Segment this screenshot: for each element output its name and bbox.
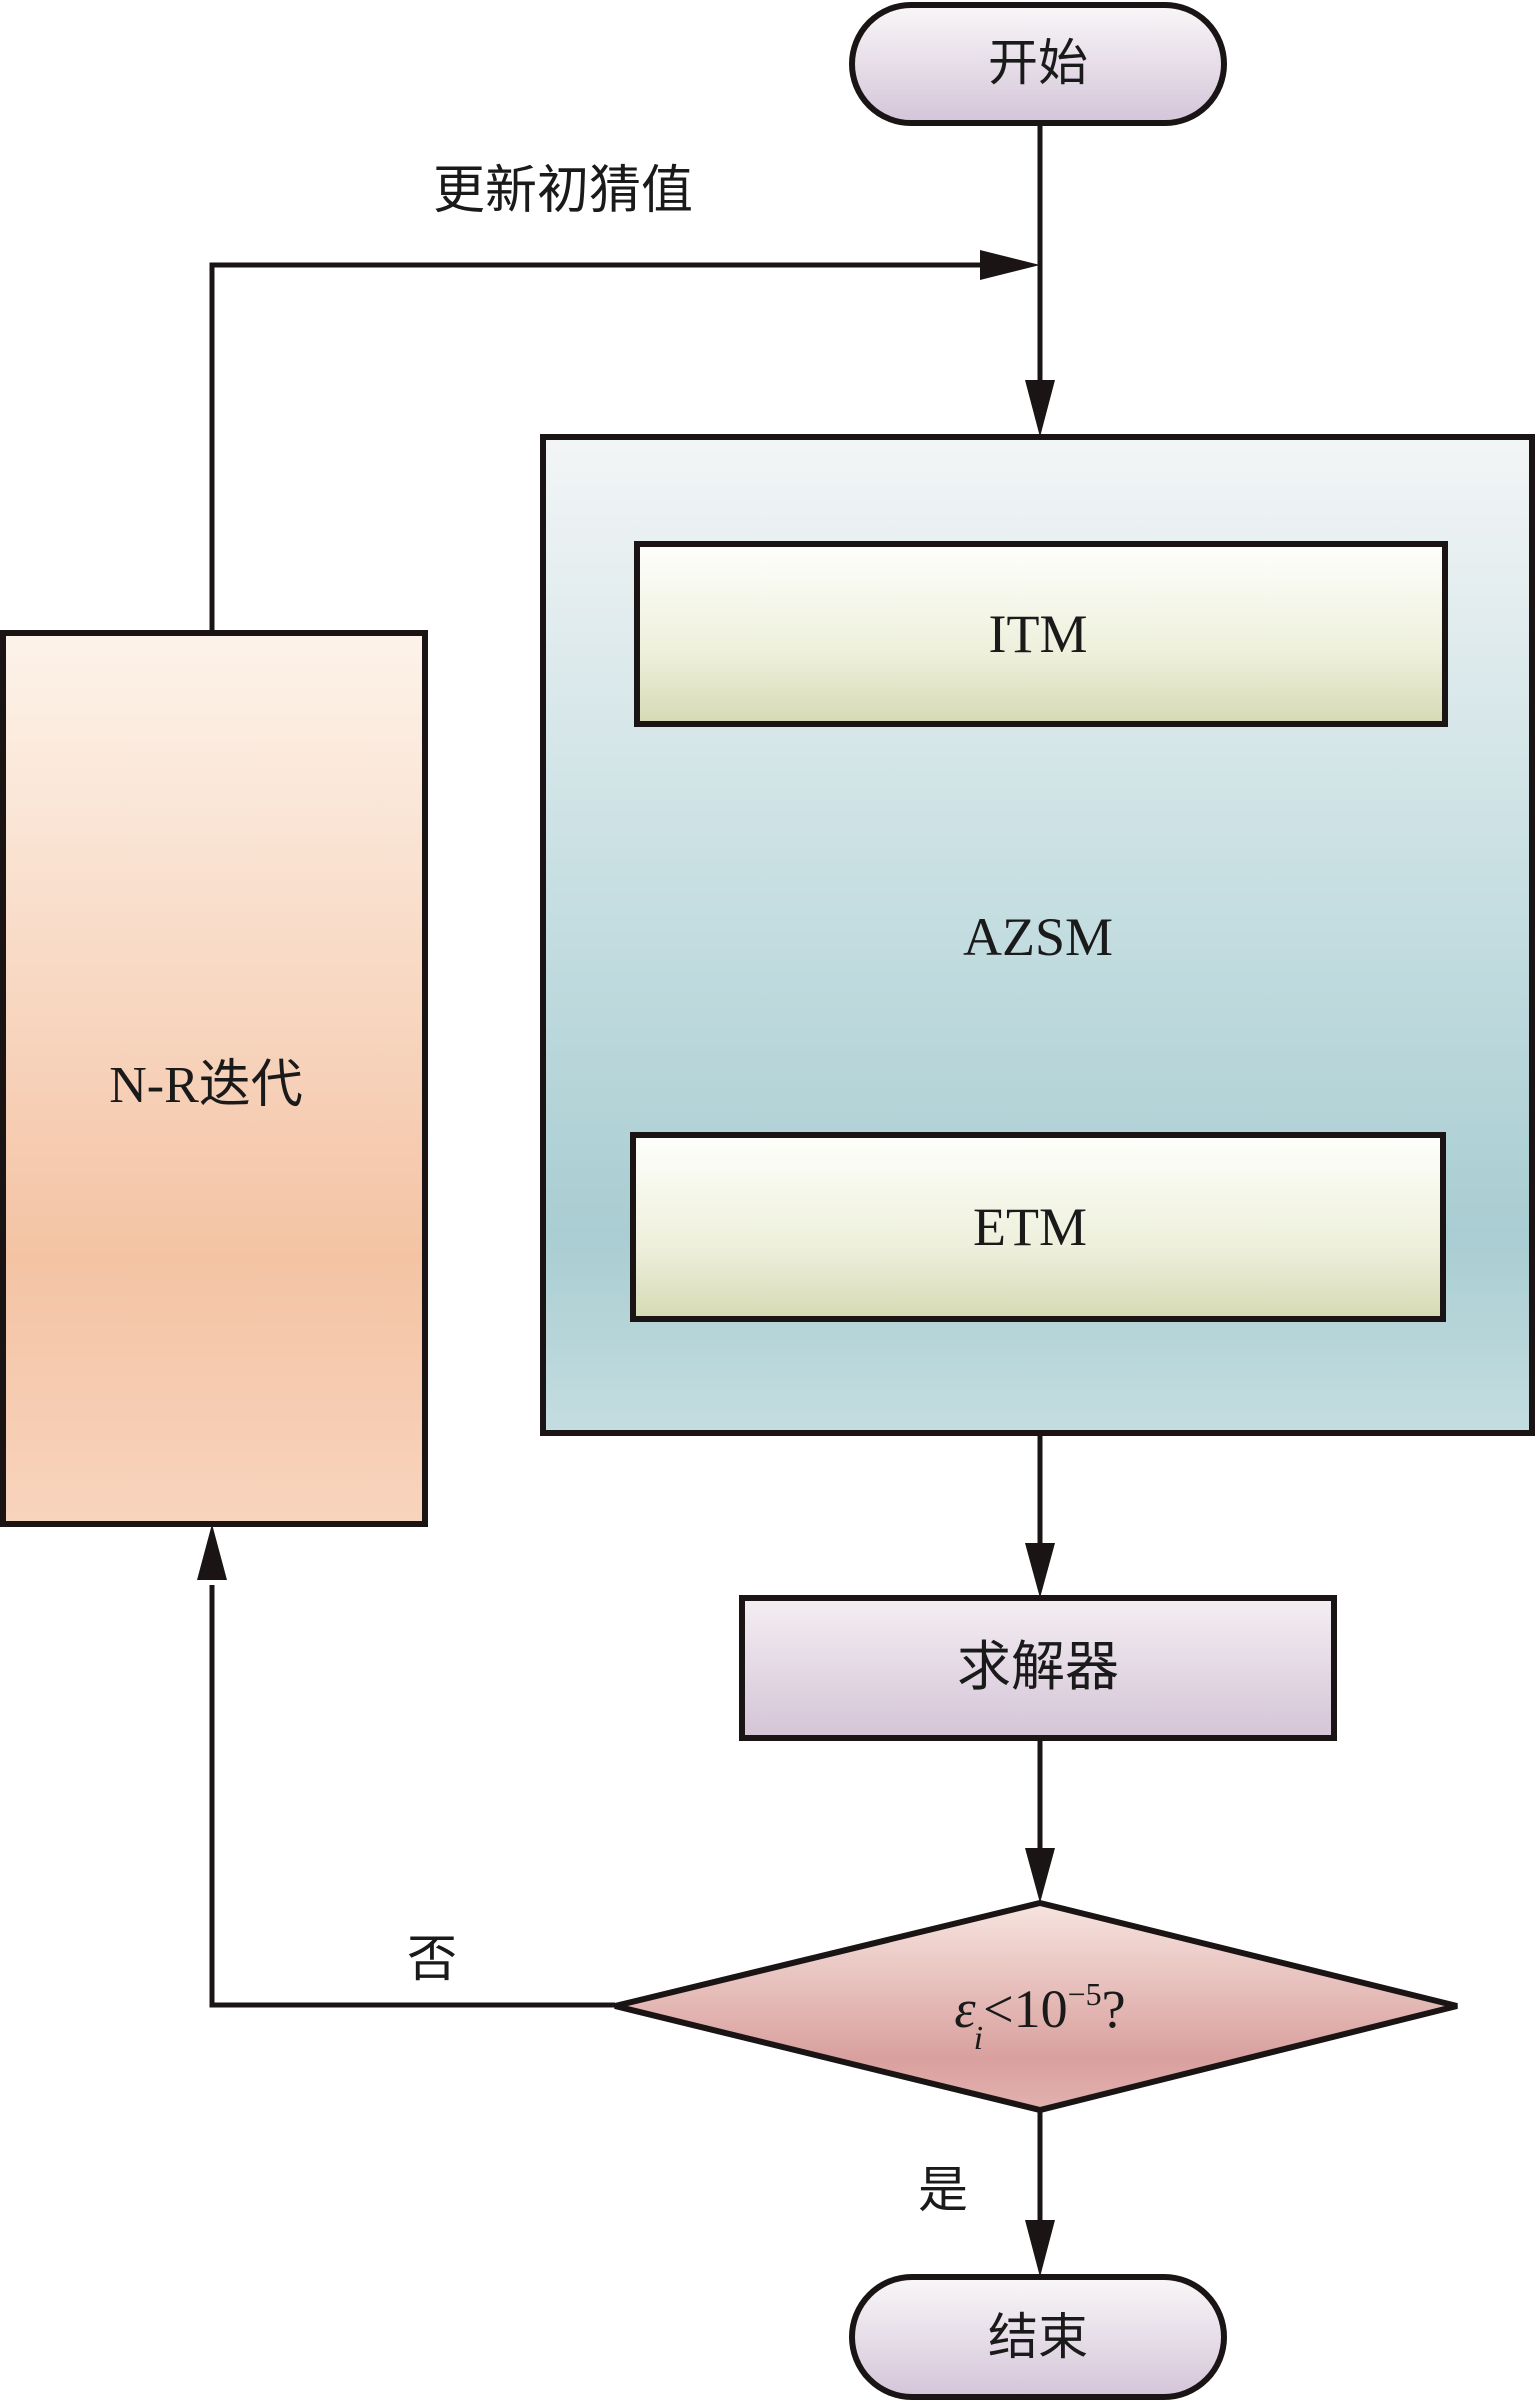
arrow-down-icon: [1025, 2220, 1055, 2277]
solver-node[interactable]: 求解器: [739, 1595, 1337, 1741]
start-label: 开始: [988, 35, 1088, 91]
start-node[interactable]: 开始: [849, 2, 1227, 126]
epsilon-symbol: ε: [954, 1979, 976, 2039]
arrow-down-icon: [1025, 1543, 1055, 1598]
end-node[interactable]: 结束: [849, 2274, 1227, 2400]
yes-branch-label: 是: [918, 2162, 968, 2218]
decision-question-mark: ?: [1102, 1979, 1126, 2039]
nr-iteration-node[interactable]: N-R迭代: [0, 630, 428, 1527]
edge-decision-to-nr: [209, 1585, 615, 2008]
solver-label: 求解器: [957, 1637, 1119, 1697]
arrowheads: [197, 250, 1055, 2277]
decision-relation: <10: [983, 1979, 1067, 2039]
decision-label: εi<10−5?: [954, 1976, 1125, 2057]
itm-node[interactable]: ITM: [634, 541, 1448, 727]
nr-iteration-label: N-R迭代: [109, 1057, 303, 1114]
connectors: [209, 123, 1043, 2225]
arrow-down-icon: [1025, 380, 1055, 437]
convergence-decision-node[interactable]: εi<10−5?: [614, 1899, 1458, 2114]
decision-exponent: −5: [1068, 1976, 1102, 2012]
epsilon-subscript: i: [974, 2020, 983, 2057]
itm-label: ITM: [989, 604, 1088, 664]
arrow-down-icon: [1025, 1848, 1055, 1903]
arrow-right-icon: [980, 250, 1040, 280]
edge-nr-to-main-flow: [209, 262, 985, 633]
arrow-up-icon: [197, 1524, 227, 1580]
azsm-label: AZSM: [963, 907, 1113, 967]
etm-label: ETM: [973, 1197, 1087, 1257]
update-guess-label: 更新初猜值: [433, 163, 693, 220]
no-branch-label: 否: [407, 1931, 457, 1987]
etm-node[interactable]: ETM: [630, 1132, 1446, 1322]
end-label: 结束: [988, 2309, 1088, 2365]
